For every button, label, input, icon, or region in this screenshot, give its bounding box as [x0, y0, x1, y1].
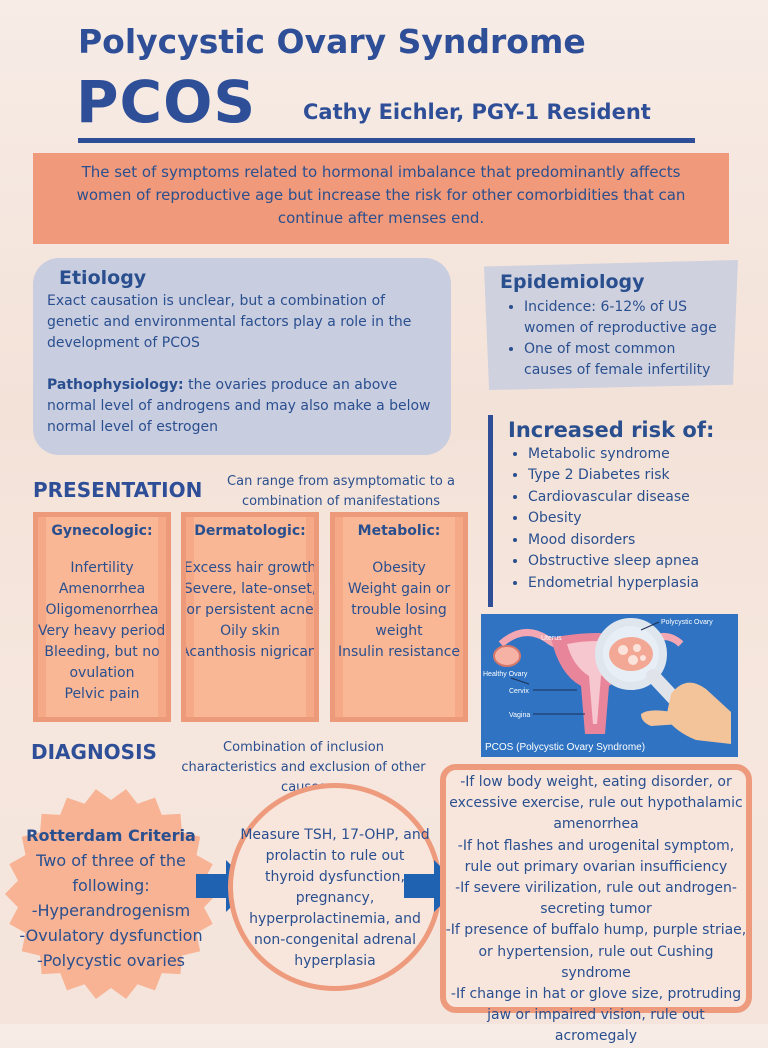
illustration-caption: PCOS (Polycystic Ovary Syndrome): [485, 742, 645, 753]
rotterdam-line: Two of three of the: [36, 851, 186, 870]
risk-item: Obesity: [528, 508, 758, 530]
rotterdam-criteria: Rotterdam Criteria Two of three of the f…: [8, 826, 214, 973]
risk-item: Type 2 Diabetes risk: [528, 465, 758, 487]
pathophysiology-text: Pathophysiology: the ovaries produce an …: [47, 375, 437, 438]
card-line: Weight gain or: [347, 581, 451, 597]
card-title: Dermatologic:: [194, 523, 306, 539]
epidemiology-item: Incidence: 6-12% of US women of reproduc…: [524, 297, 724, 339]
uterus-label: Uterus: [541, 635, 562, 642]
metabolic-card: Metabolic: Obesity Weight gain or troubl…: [330, 512, 468, 722]
title-divider: [78, 138, 695, 143]
card-line: trouble losing: [351, 602, 447, 618]
diagnosis-note: Combination of inclusion characteristics…: [181, 740, 426, 795]
risk-heading: Increased risk of:: [508, 418, 715, 442]
uterus-illustration: Uterus Polycystic Ovary Healthy Ovary Ce…: [481, 614, 738, 757]
card-title: Gynecologic:: [51, 523, 153, 539]
diagnosis-heading: DIAGNOSIS: [31, 740, 157, 764]
card-line: Amenorrhea: [58, 581, 146, 597]
etiology-text: Exact causation is unclear, but a combin…: [47, 293, 412, 351]
exclusion-box: [440, 764, 752, 1013]
risk-item: Mood disorders: [528, 530, 758, 552]
exclusion-item: -If severe virilization, rule out androg…: [455, 880, 737, 918]
risk-item: Metabolic syndrome: [528, 444, 758, 466]
card-line: Pelvic pain: [64, 686, 140, 702]
pathophysiology-label: Pathophysiology:: [47, 377, 184, 393]
page-title: Polycystic Ovary Syndrome: [78, 22, 586, 61]
card-line: Severe, late-onset,: [183, 581, 317, 597]
card-line: Bleeding, but no: [44, 644, 160, 660]
epidemiology-heading: Epidemiology: [500, 271, 645, 293]
exclusion-item: -If presence of buffalo hump, purple str…: [445, 922, 747, 981]
pcos-illustration: Uterus Polycystic Ovary Healthy Ovary Ce…: [481, 614, 738, 757]
author-name: Cathy Eichler, PGY-1 Resident: [303, 100, 651, 124]
page-acronym: PCOS: [76, 68, 257, 136]
dermatologic-card: Dermatologic: Excess hair growth Severe,…: [181, 512, 319, 722]
card-line: ovulation: [69, 665, 135, 681]
risk-item: Cardiovascular disease: [528, 487, 758, 509]
measure-text: Measure TSH, 17-OHP, and prolactin to ru…: [240, 827, 430, 969]
etiology-section: Etiology Exact causation is unclear, but…: [33, 258, 451, 455]
pathophysiology-body: the ovaries produce an above normal leve…: [47, 377, 431, 435]
presentation-heading: PRESENTATION: [33, 478, 203, 502]
card-line: Infertility: [70, 560, 134, 576]
presentation-note: Can range from asymptomatic to a combina…: [227, 474, 455, 509]
risk-section: Increased risk of: Metabolic syndrome Ty…: [508, 418, 758, 595]
card-line: Very heavy periods: [38, 623, 171, 639]
polycystic-label: Polycystic Ovary: [661, 619, 713, 626]
epidemiology-section: Epidemiology Incidence: 6-12% of US wome…: [484, 260, 738, 390]
card-line: Oily skin: [220, 623, 280, 639]
rotterdam-line: -Hyperandrogenism: [31, 901, 191, 920]
card-line: Oligomenorrhea: [45, 602, 159, 618]
gynecologic-card: Gynecologic: Infertility Amenorrhea Olig…: [33, 512, 171, 722]
risk-item: Obstructive sleep apnea: [528, 551, 758, 573]
card-line: weight: [375, 623, 423, 639]
risk-divider: [488, 415, 493, 607]
card-title: Metabolic:: [357, 523, 441, 539]
card-line: Insulin resistance: [337, 644, 461, 660]
card-line: Acanthosis nigricans: [181, 644, 319, 660]
etiology-heading: Etiology: [59, 267, 147, 289]
vagina-label: Vagina: [509, 712, 530, 719]
rotterdam-line: -Polycystic ovaries: [36, 951, 186, 970]
summary-banner: The set of symptoms related to hormonal …: [33, 153, 729, 244]
rotterdam-title: Rotterdam Criteria: [26, 826, 196, 845]
exclusion-item: -If low body weight, eating disorder, or…: [449, 774, 743, 833]
exclusion-item: -If change in hat or glove size, protrud…: [450, 986, 742, 1045]
rotterdam-line: -Ovulatory dysfunction: [19, 926, 203, 945]
healthy-ovary-label: Healthy Ovary: [483, 671, 528, 678]
card-line: Obesity: [372, 560, 426, 576]
exclusion-item: -If hot flashes and urogenital symptom, …: [457, 837, 735, 875]
card-line: or persistent acne: [186, 602, 314, 618]
card-line: Excess hair growth: [183, 560, 317, 576]
rotterdam-line: following:: [72, 876, 150, 895]
exclusion-list: -If low body weight, eating disorder, or…: [444, 772, 748, 1048]
rotterdam-starburst: [5, 789, 217, 999]
risk-item: Endometrial hyperplasia: [528, 573, 758, 595]
cervix-label: Cervix: [509, 688, 529, 695]
epidemiology-item: One of most common causes of female infe…: [524, 339, 724, 381]
